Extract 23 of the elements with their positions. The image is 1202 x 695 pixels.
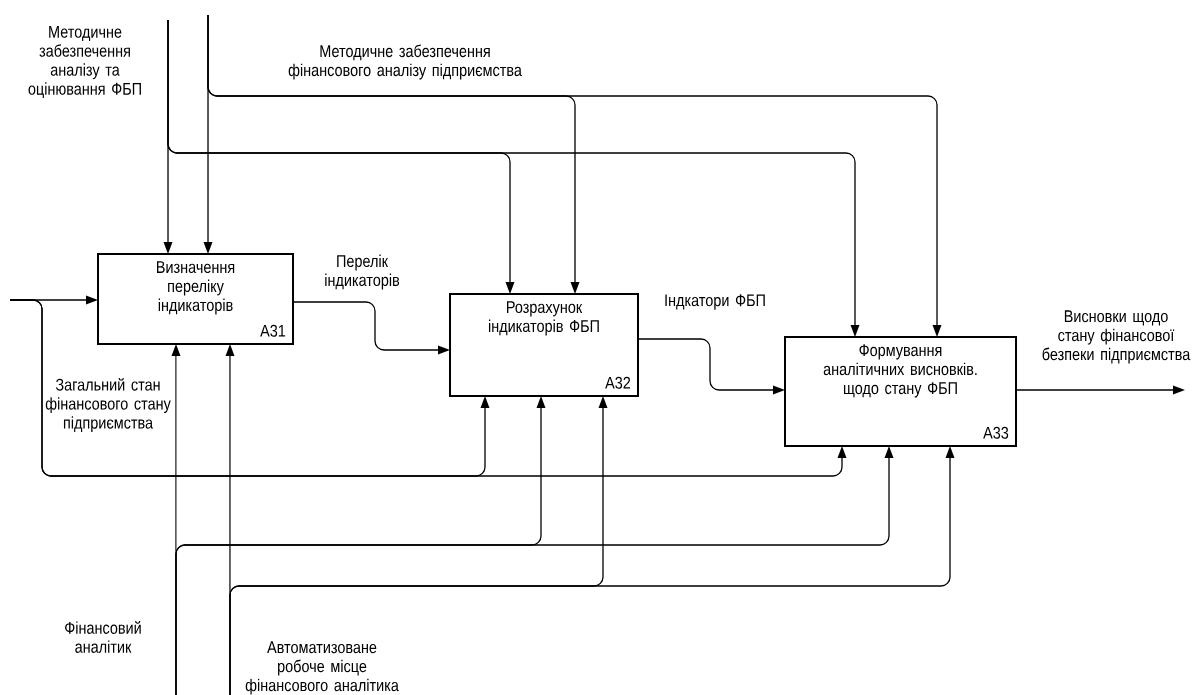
arrow — [638, 338, 785, 395]
process-box — [97, 253, 294, 345]
process-box — [449, 293, 639, 397]
arrow — [167, 19, 860, 337]
arrow — [293, 301, 450, 355]
process-box — [784, 336, 1017, 447]
process-title: Визначення переліку індикаторів — [157, 261, 235, 315]
arrow — [9, 299, 847, 477]
edge-label: Методичне забезпечення фінансового аналізу підприємства — [288, 44, 522, 80]
arrow — [1016, 385, 1185, 395]
process-title: Формування аналітичних висновків. щодо стану ФБП — [823, 344, 977, 398]
process-code: A31 — [260, 324, 286, 337]
edge-label: Висновки щодо стану фінансової безпеки підприємства — [1042, 310, 1191, 364]
process-code: A32 — [605, 376, 631, 389]
process-code: A33 — [983, 426, 1009, 439]
edge-label: Автоматизоване робоче місце фінансового аналітика — [245, 641, 399, 695]
edge-label: Загальний стан фінансового стану підприємства — [45, 377, 171, 433]
edge-label: Фінансовий аналітик — [65, 621, 141, 653]
edge-label: Методичне забезпечення аналізу та оцінювання ФБП — [28, 25, 141, 99]
arrow — [207, 14, 942, 337]
process-title: Розрахунок індикаторів ФБП — [489, 301, 599, 336]
edge-label: Перелік індикаторів — [325, 254, 400, 290]
edge-label: Індкатори ФБП — [665, 294, 765, 310]
